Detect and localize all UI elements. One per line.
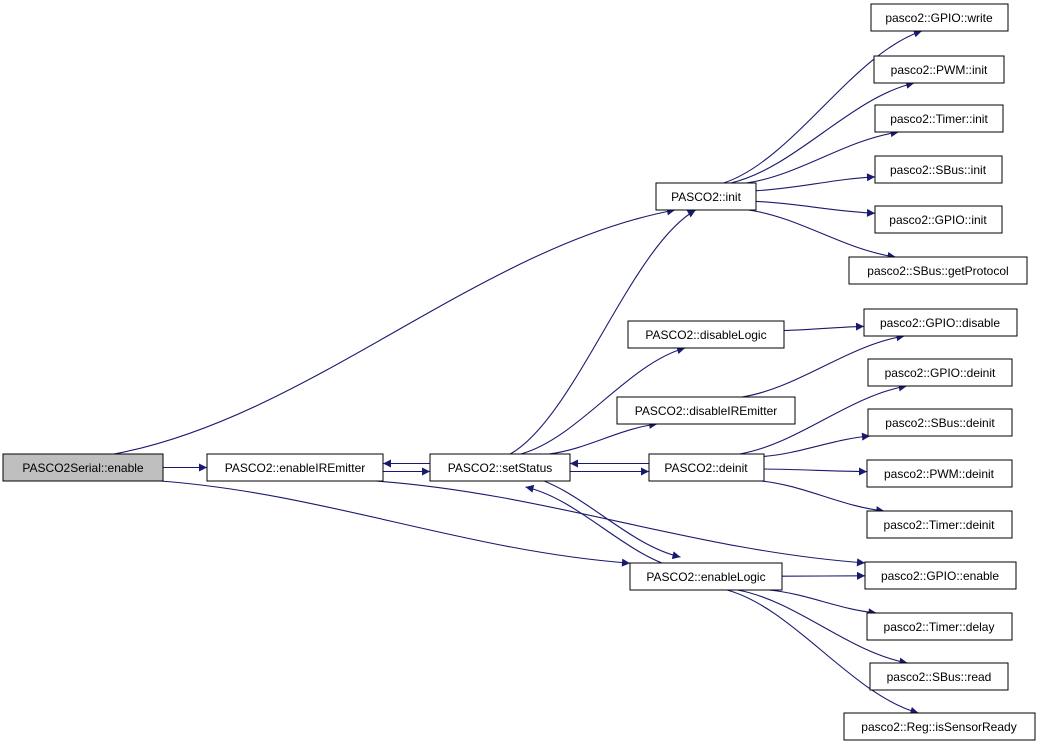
node-label: PASCO2::init <box>671 190 741 204</box>
edge-line <box>737 589 908 666</box>
node-label: pasco2::SBus::init <box>890 163 987 177</box>
node-pasco2-disablelogic[interactable]: PASCO2::disableLogic <box>627 320 785 349</box>
nodes-layer: PASCO2Serial::enable PASCO2::enableIREmi… <box>2 3 1036 741</box>
edge-init-to-gpio_write <box>723 29 923 184</box>
node-pasco2-enableiremitter[interactable]: PASCO2::enableIREmitter <box>206 453 384 482</box>
node-label: PASCO2::enableIREmitter <box>225 461 366 475</box>
edge-init-to-pwm_init <box>730 80 915 184</box>
edge-enable_ir-to-gpio_enable <box>375 480 866 567</box>
node-label: pasco2::GPIO::disable <box>880 316 1000 330</box>
node-gpio-enable[interactable]: pasco2::GPIO::enable <box>864 561 1017 590</box>
edge-line <box>755 200 876 217</box>
edge-line <box>730 80 915 184</box>
node-timer-deinit[interactable]: pasco2::Timer::deinit <box>866 510 1013 539</box>
node-label: pasco2::GPIO::init <box>889 213 987 227</box>
node-label: pasco2::Timer::delay <box>884 620 995 634</box>
edge-line <box>375 480 866 567</box>
edge-set_status-to-disable_logic <box>520 346 686 455</box>
node-pasco2-init[interactable]: PASCO2::init <box>655 182 757 211</box>
node-reg-issensorready[interactable]: pasco2::Reg::isSensorReady <box>843 712 1036 741</box>
edge-disable_logic-to-gpio_disable <box>783 322 865 332</box>
edge-enable_logic-to-timer_delay <box>768 589 877 617</box>
node-label: PASCO2::enableLogic <box>646 570 765 584</box>
edge-set_status-to-enable_logic <box>525 474 681 560</box>
edge-line <box>763 432 871 457</box>
node-label: pasco2::PWM::deinit <box>884 467 995 481</box>
edge-line <box>748 209 896 260</box>
edge-line <box>510 209 696 455</box>
edge-line <box>525 474 681 560</box>
edge-enable_logic-to-sbus_read <box>737 589 908 666</box>
edge-serial_enable-to-enable_logic <box>160 480 631 567</box>
node-timer-init[interactable]: pasco2::Timer::init <box>874 104 1004 133</box>
node-gpio-disable[interactable]: pasco2::GPIO::disable <box>863 308 1018 337</box>
edge-line <box>113 207 676 455</box>
node-label: pasco2::SBus::deinit <box>885 416 995 430</box>
edge-line <box>741 333 905 398</box>
edge-line <box>755 173 876 192</box>
edge-line <box>783 322 865 332</box>
edge-line <box>548 420 658 455</box>
node-label: pasco2::Timer::init <box>890 112 988 126</box>
node-gpio-write[interactable]: pasco2::GPIO::write <box>870 3 1009 32</box>
node-pasco2-deinit[interactable]: PASCO2::deinit <box>648 453 765 482</box>
node-pasco2serial-enable[interactable]: PASCO2Serial::enable <box>2 453 164 482</box>
edge-disable_ir-to-gpio_disable <box>741 333 905 398</box>
edge-line <box>739 383 907 455</box>
node-label: PASCO2::disableLogic <box>645 328 766 342</box>
edge-line <box>160 480 631 567</box>
node-label: pasco2::Timer::deinit <box>884 518 996 532</box>
edge-deinit-to-timer_deinit <box>761 480 885 515</box>
node-pasco2-setstatus[interactable]: PASCO2::setStatus <box>429 453 571 482</box>
node-sbus-init[interactable]: pasco2::SBus::init <box>874 155 1003 184</box>
node-pasco2-enablelogic[interactable]: PASCO2::enableLogic <box>629 562 783 591</box>
node-sbus-read[interactable]: pasco2::SBus::read <box>869 662 1009 691</box>
node-pwm-init[interactable]: pasco2::PWM::init <box>873 55 1005 84</box>
node-label: pasco2::Reg::isSensorReady <box>861 720 1016 734</box>
edge-line <box>761 480 885 515</box>
edge-init-to-sbus_getprotocol <box>748 209 896 260</box>
node-gpio-init[interactable]: pasco2::GPIO::init <box>874 205 1003 234</box>
edge-line <box>525 484 681 570</box>
edge-set_status-to-init <box>510 209 696 455</box>
edges-layer <box>113 29 923 715</box>
edge-init-to-timer_init <box>746 129 899 184</box>
node-label: pasco2::SBus::read <box>887 670 992 684</box>
edge-line <box>726 589 919 715</box>
edge-line <box>723 29 923 184</box>
edge-line <box>763 467 868 476</box>
edge-line <box>746 129 899 184</box>
node-label: PASCO2::setStatus <box>448 461 553 475</box>
node-label: PASCO2Serial::enable <box>22 461 144 475</box>
edge-enable_logic-to-reg_issensorready <box>726 589 919 715</box>
edge-init-to-sbus_init <box>755 173 876 192</box>
node-timer-delay[interactable]: pasco2::Timer::delay <box>866 612 1013 641</box>
node-label: pasco2::SBus::getProtocol <box>867 264 1008 278</box>
node-pwm-deinit[interactable]: pasco2::PWM::deinit <box>866 459 1013 488</box>
node-sbus-deinit[interactable]: pasco2::SBus::deinit <box>867 408 1013 437</box>
node-label: pasco2::GPIO::deinit <box>885 366 996 380</box>
edge-deinit-to-sbus_deinit <box>763 432 871 457</box>
node-label: PASCO2::deinit <box>664 461 748 475</box>
edge-line <box>768 589 877 617</box>
edge-deinit-to-gpio_deinit <box>739 383 907 455</box>
edge-init-to-gpio_init <box>755 200 876 217</box>
node-pasco2-disableiremitter[interactable]: PASCO2::disableIREmitter <box>616 396 796 425</box>
edge-enable_logic-to-set_status <box>525 484 681 570</box>
edge-serial_enable-to-init <box>113 207 676 455</box>
node-label: PASCO2::disableIREmitter <box>635 404 778 418</box>
node-sbus-getprotocol[interactable]: pasco2::SBus::getProtocol <box>848 256 1028 285</box>
node-label: pasco2::GPIO::write <box>885 11 993 25</box>
node-gpio-deinit[interactable]: pasco2::GPIO::deinit <box>867 358 1013 387</box>
edge-deinit-to-pwm_deinit <box>763 467 868 476</box>
node-label: pasco2::GPIO::enable <box>881 569 999 583</box>
edge-set_status-to-disable_ir <box>548 420 658 455</box>
node-label: pasco2::PWM::init <box>891 63 988 77</box>
edge-line <box>520 346 686 455</box>
